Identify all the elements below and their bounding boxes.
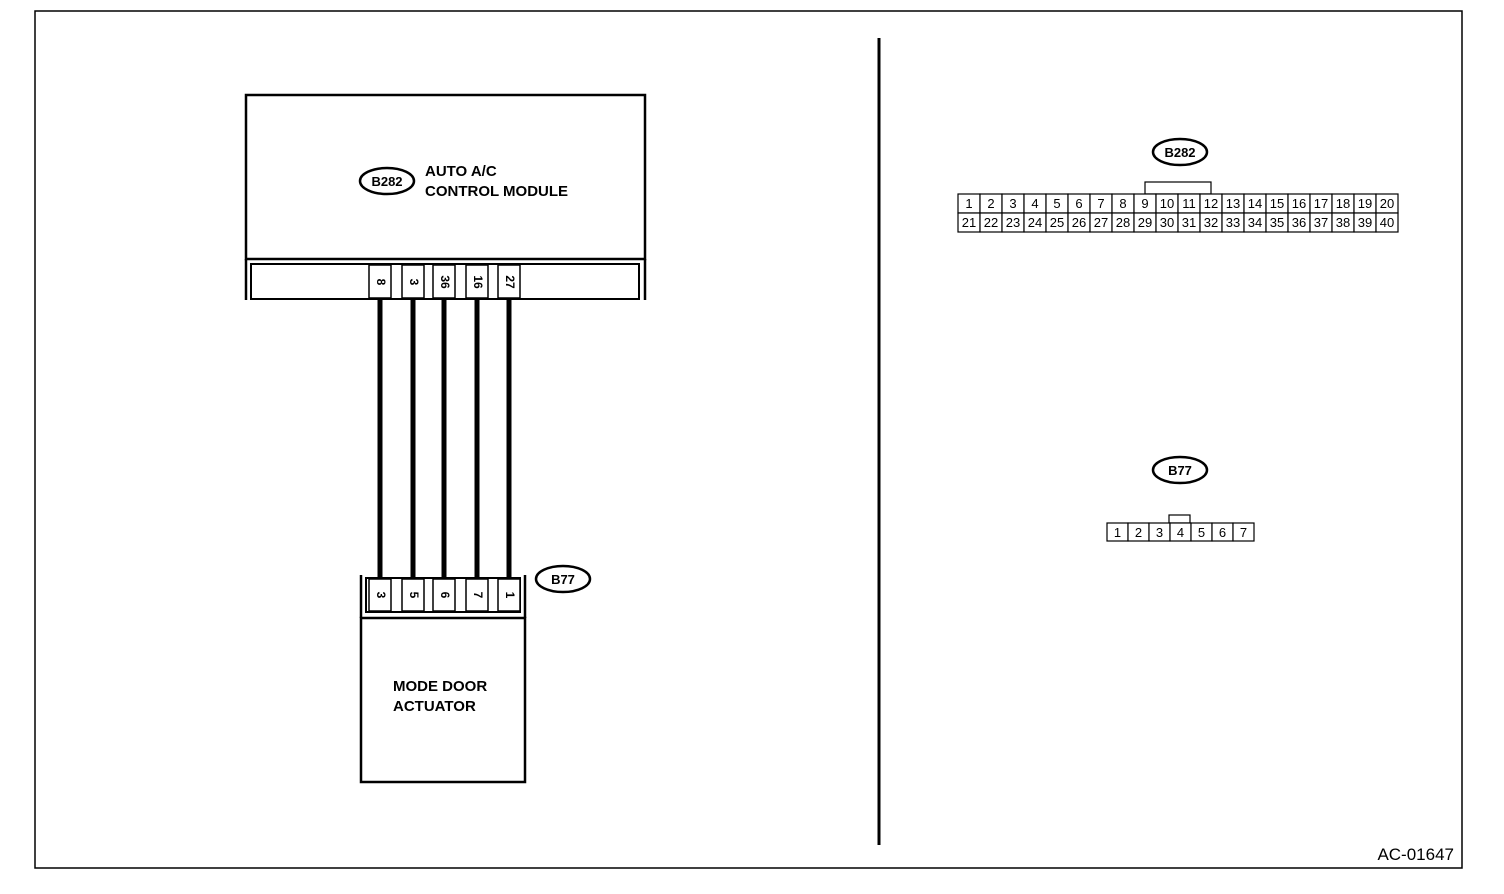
- connector-tag-b77: [534, 564, 592, 594]
- b282-pin-number: 30: [1160, 215, 1174, 230]
- b282-pin-number: 29: [1138, 215, 1152, 230]
- control-module-box: [244, 93, 647, 261]
- control-module-pin-cell: [368, 264, 392, 299]
- connector-tag-b282: [358, 166, 416, 196]
- control-module-pin-label: 3: [407, 279, 421, 286]
- b77-pin-number: 2: [1135, 525, 1142, 540]
- b282-pin-number: 40: [1380, 215, 1394, 230]
- b282-pin-number: 4: [1031, 196, 1038, 211]
- control-module-name-line2: CONTROL MODULE: [425, 183, 568, 200]
- b282-pin-number: 27: [1094, 215, 1108, 230]
- b282-pin-number: 21: [962, 215, 976, 230]
- b282-pin-number: 36: [1292, 215, 1306, 230]
- b282-pin-number: 22: [984, 215, 998, 230]
- actuator-pin-label: 3: [374, 592, 388, 599]
- b282-pin-number: 14: [1248, 196, 1262, 211]
- b282-pin-number: 33: [1226, 215, 1240, 230]
- b282-pin-number: 3: [1009, 196, 1016, 211]
- b282-pin-number: 5: [1053, 196, 1060, 211]
- b282-pin-number: 25: [1050, 215, 1064, 230]
- b282-pin-number: 2: [987, 196, 994, 211]
- b282-pin-number: 7: [1097, 196, 1104, 211]
- b282-pin-number: 37: [1314, 215, 1328, 230]
- mode-door-actuator: 3 5 6 7 1 MODE DOOR ACTUATOR B77: [359, 564, 592, 784]
- b282-pin-number: 32: [1204, 215, 1218, 230]
- actuator-pin-cell: [368, 578, 392, 612]
- actuator-pin-label: 6: [438, 592, 452, 599]
- actuator-pin-label: 7: [471, 592, 485, 599]
- b77-pin-number: 3: [1156, 525, 1163, 540]
- control-module-pin-cell: [497, 264, 521, 299]
- connector-view-b282-tag-text: B282: [1164, 145, 1195, 160]
- control-module-connector-housing: [250, 263, 640, 300]
- connector-tag-b77-text: B77: [551, 572, 575, 587]
- control-module-pins: 8 3 36 16 27: [368, 264, 521, 299]
- b77-pin-number: 4: [1177, 525, 1184, 540]
- b282-pin-cell: [1375, 212, 1399, 233]
- b77-pin-number: 6: [1219, 525, 1226, 540]
- b282-pin-number: 20: [1380, 196, 1394, 211]
- control-module-pin-cell: [432, 264, 456, 299]
- b77-pin-number: 7: [1240, 525, 1247, 540]
- b282-pin-number: 26: [1072, 215, 1086, 230]
- control-module-pin-cell: [401, 264, 425, 299]
- actuator-pin-cell: [465, 578, 489, 612]
- b282-pin-number: 19: [1358, 196, 1372, 211]
- connector-view-b282-tag: [1151, 137, 1209, 167]
- control-module: B282 AUTO A/C CONTROL MODULE 8 3 36 16 27: [244, 93, 647, 300]
- b282-pin-number: 6: [1075, 196, 1082, 211]
- b282-pin-number: 10: [1160, 196, 1174, 211]
- reference-code: AC-01647: [1377, 845, 1454, 864]
- b282-pin-number: 38: [1336, 215, 1350, 230]
- b282-pin-number: 28: [1116, 215, 1130, 230]
- b282-pin-number: 16: [1292, 196, 1306, 211]
- b282-pin-number: 35: [1270, 215, 1284, 230]
- control-module-pin-label: 16: [471, 275, 485, 289]
- b282-pin-number: 13: [1226, 196, 1240, 211]
- b282-pin-number: 39: [1358, 215, 1372, 230]
- control-module-pin-label: 27: [503, 275, 517, 289]
- actuator-pin-cell: [432, 578, 456, 612]
- control-module-pin-label: 36: [438, 275, 452, 289]
- actuator-pin-label: 1: [503, 592, 517, 599]
- b77-pin-cell: [1232, 522, 1255, 542]
- b77-pin-number: 5: [1198, 525, 1205, 540]
- actuator-name-line2: ACTUATOR: [393, 698, 476, 715]
- control-module-name-line1: AUTO A/C: [425, 163, 497, 180]
- control-module-pin-cell: [465, 264, 489, 299]
- b282-pin-number: 23: [1006, 215, 1020, 230]
- actuator-pin-label: 5: [407, 592, 421, 599]
- b282-pin-number: 1: [965, 196, 972, 211]
- connector-view-b77-tag: [1151, 455, 1209, 485]
- control-module-pin-label: 8: [374, 279, 388, 286]
- b282-pin-number: 12: [1204, 196, 1218, 211]
- b282-pin-number: 31: [1182, 215, 1196, 230]
- b282-pin-number: 18: [1336, 196, 1350, 211]
- b282-pin-number: 24: [1028, 215, 1042, 230]
- b282-pin-number: 17: [1314, 196, 1328, 211]
- connector-view-b77-tag-text: B77: [1168, 463, 1192, 478]
- b282-pin-number: 34: [1248, 215, 1262, 230]
- b282-pin-number: 11: [1182, 196, 1196, 211]
- harness-wires: [377, 300, 512, 577]
- actuator-pin-cell: [401, 578, 425, 612]
- b282-pin-number: 9: [1141, 196, 1148, 211]
- actuator-box: [359, 616, 527, 784]
- b282-pin-number: 15: [1270, 196, 1284, 211]
- actuator-name-line1: MODE DOOR: [393, 678, 487, 695]
- actuator-pin-cell: [497, 578, 521, 612]
- diagram-border: [34, 10, 1463, 869]
- b282-pin-number: 8: [1119, 196, 1126, 211]
- connector-view-b77-latch: [1168, 514, 1191, 524]
- connector-view-b282-latch: [1144, 181, 1212, 195]
- connector-tag-b282-text: B282: [371, 174, 402, 189]
- b77-pin-number: 1: [1114, 525, 1121, 540]
- actuator-pins: 3 5 6 7 1: [368, 578, 521, 612]
